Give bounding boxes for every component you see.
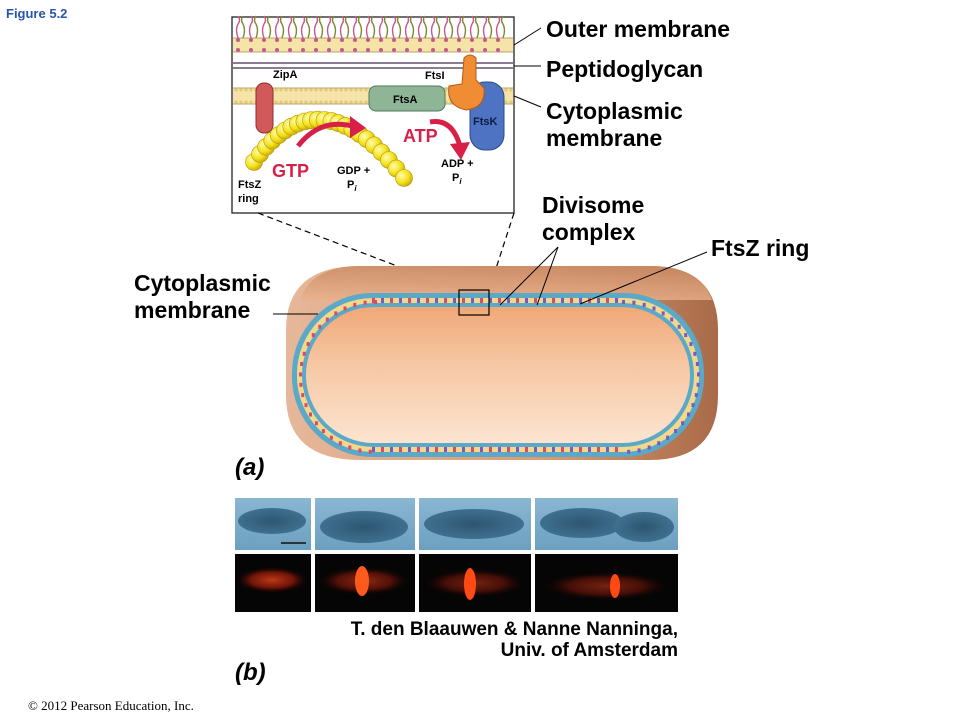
gtp-arrowhead — [350, 116, 366, 138]
panel-b-label: (b) — [235, 659, 266, 686]
inset-ftsz-label-1: FtsZ — [238, 179, 262, 191]
outer-membrane-label: Outer membrane — [546, 16, 731, 42]
peptidoglycan-label: Peptidoglycan — [546, 56, 704, 82]
gtp-label: GTP — [272, 161, 309, 181]
adp-label: ADP + — [441, 158, 474, 170]
gdp-label: GDP + — [337, 165, 370, 177]
ftsa-protein — [368, 85, 446, 112]
inset-leader-lines — [513, 27, 542, 108]
ftsk-label: FtsK — [473, 116, 498, 128]
gdp-pi-label: Pi — [347, 179, 357, 193]
copyright-notice: © 2012 Pearson Education, Inc. — [28, 698, 194, 713]
gtp-arrow — [296, 121, 353, 148]
micrograph-panel — [235, 498, 678, 612]
ftsz-ring-label: FtsZ ring — [711, 235, 810, 261]
ftsz-filament — [245, 110, 413, 187]
atp-arrow — [429, 119, 463, 147]
zoom-box — [458, 289, 490, 316]
atp-arrowhead — [450, 142, 470, 160]
atp-label: ATP — [403, 126, 438, 146]
outer-membrane-lipids — [233, 15, 513, 53]
cytoplasmic-membrane-label-left: Cytoplasmic membrane — [134, 270, 271, 323]
bacterial-cell — [286, 266, 718, 460]
ftsa-label: FtsA — [393, 94, 418, 106]
photo-credit: T. den Blaauwen & Nanne Nanninga, Univ. … — [350, 619, 678, 661]
zipa-label: ZipA — [273, 69, 297, 81]
zipa-protein — [255, 82, 274, 134]
ftsi-label: FtsI — [425, 70, 445, 82]
divisome-complex-label: Divisome complex — [542, 192, 645, 245]
adp-pi-label: Pi — [452, 172, 462, 186]
panel-a-label: (a) — [235, 454, 265, 481]
cell-leader-lines — [273, 246, 708, 315]
inset-ftsz-label-2: ring — [238, 193, 259, 205]
figure-label: Figure 5.2 — [6, 6, 68, 21]
inset-panel: ZipA FtsI FtsA FtsK ATP GTP GDP + Pi ADP… — [231, 15, 515, 214]
ftsi-protein — [448, 54, 485, 111]
cytoplasmic-membrane-label-right: Cytoplasmic membrane — [546, 98, 683, 151]
